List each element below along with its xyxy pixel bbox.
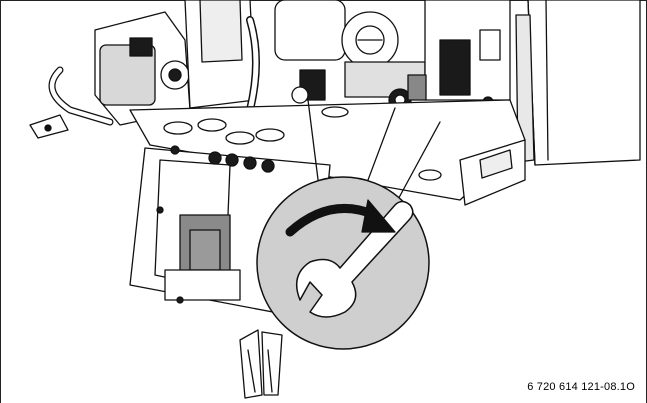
magnifier-detail (256, 176, 430, 350)
base-tray (129, 99, 526, 206)
fan-assembly (29, 11, 191, 139)
valve-cluster (388, 0, 511, 131)
cable-glands (239, 329, 283, 399)
clockwise-arrow-icon (285, 199, 396, 237)
figure-reference-code: 6 720 614 121-08.1O (527, 381, 635, 393)
right-casing-panel (515, 0, 641, 166)
central-frame (184, 0, 260, 114)
pump-assembly (274, 0, 426, 104)
